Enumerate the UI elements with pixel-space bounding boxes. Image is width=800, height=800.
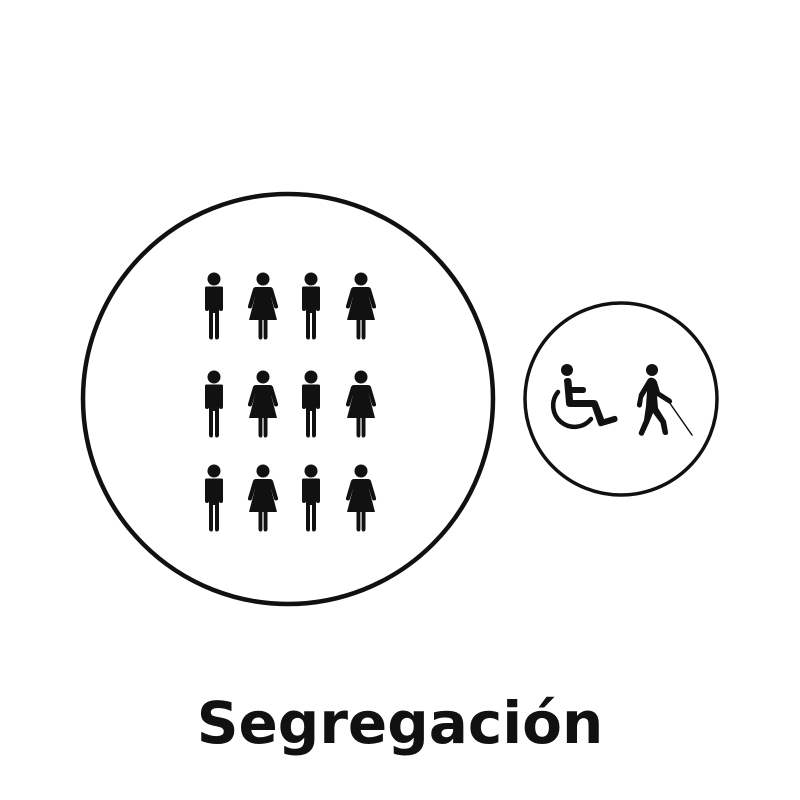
blind-person-with-cane-icon (636, 364, 693, 436)
woman-icon (247, 272, 279, 340)
woman-icon (247, 370, 279, 438)
main-group-circle (80, 191, 496, 607)
man-icon (302, 272, 320, 340)
woman-icon (345, 464, 377, 532)
segregated-group-circle (523, 301, 719, 497)
woman-icon (247, 464, 279, 532)
wheelchair-user-icon (550, 364, 618, 430)
segregated-group (523, 301, 719, 497)
woman-icon (345, 272, 377, 340)
man-icon (205, 370, 223, 438)
diagram-caption: Segregación (196, 689, 604, 757)
man-icon (205, 464, 223, 532)
main-group (80, 191, 496, 607)
man-icon (302, 464, 320, 532)
man-icon (302, 370, 320, 438)
people-grid (205, 272, 377, 532)
man-icon (205, 272, 223, 340)
woman-icon (345, 370, 377, 438)
